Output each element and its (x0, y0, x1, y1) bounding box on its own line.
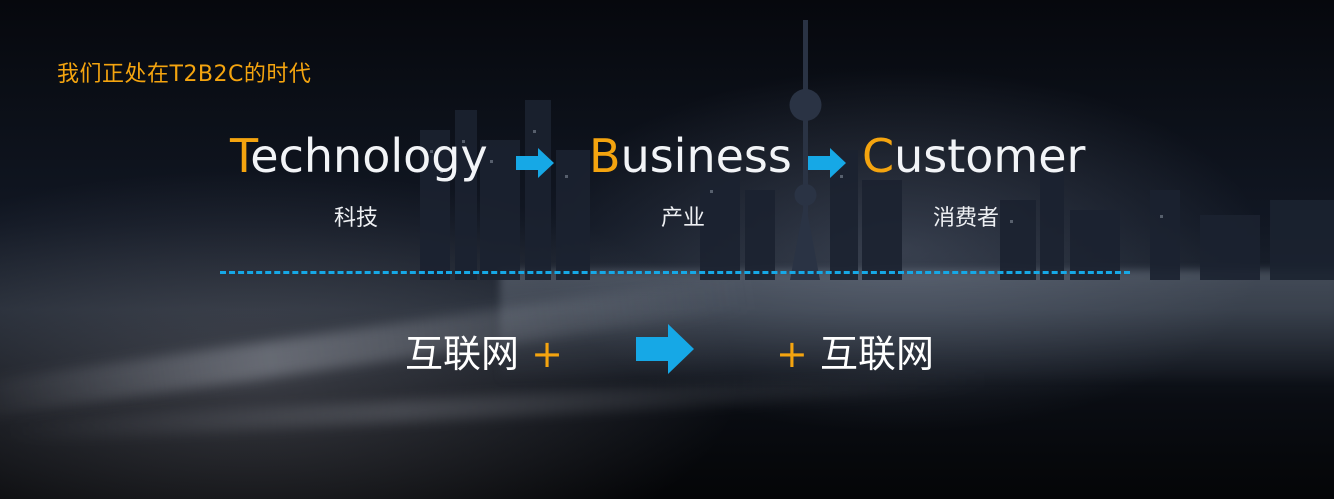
slide-title: 我们正处在T2B2C的时代 (57, 62, 312, 87)
internet-plus: 互联网 + (405, 323, 563, 378)
label-business-cn: 产业 (661, 206, 706, 231)
arrow-right-icon (516, 148, 554, 178)
dashed-divider (220, 271, 1130, 274)
word-technology-rest: echnology (250, 129, 488, 183)
big-arrow-right-icon (636, 324, 694, 374)
label-customer-cn: 消费者 (933, 206, 1000, 231)
word-technology: Technology (230, 126, 488, 186)
plus-sign-right: + (531, 332, 563, 376)
initial-t: T (230, 129, 251, 183)
word-business: Business (589, 126, 792, 186)
initial-b: B (589, 129, 621, 183)
plus-internet-text: 互联网 (819, 332, 934, 376)
word-business-rest: usiness (620, 129, 792, 183)
road-sheen (500, 270, 1334, 380)
plus-internet: + 互联网 (776, 323, 934, 378)
initial-c: C (862, 129, 895, 183)
plus-sign-left: + (776, 332, 808, 376)
word-customer-rest: ustomer (894, 129, 1086, 183)
arrow-right-icon (808, 148, 846, 178)
word-customer: Customer (862, 126, 1085, 186)
label-technology-cn: 科技 (334, 206, 379, 231)
internet-plus-text: 互联网 (405, 332, 520, 376)
